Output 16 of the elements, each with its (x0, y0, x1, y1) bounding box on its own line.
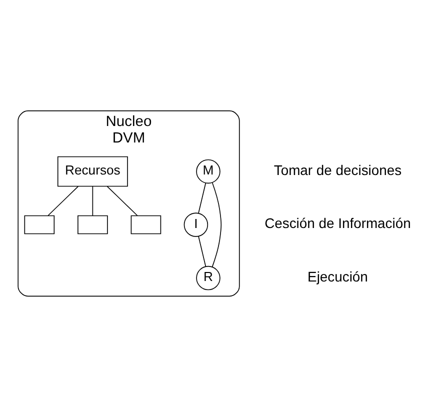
label: Cesción de Información (264, 214, 411, 231)
connector (92, 186, 94, 216)
node-circle: M (196, 158, 220, 184)
connector (106, 186, 138, 216)
node-box: Recursos (57, 156, 128, 186)
label: Tomar de decisiones (274, 161, 402, 178)
connector (198, 235, 206, 266)
node-box (24, 214, 55, 234)
node-box (130, 214, 162, 234)
node-circle: R (196, 265, 220, 290)
connector (198, 182, 206, 214)
connector (48, 186, 79, 216)
connector (212, 182, 222, 267)
node-box (78, 214, 108, 234)
node-circle: I (184, 212, 208, 236)
label: Ejecución (308, 268, 368, 284)
